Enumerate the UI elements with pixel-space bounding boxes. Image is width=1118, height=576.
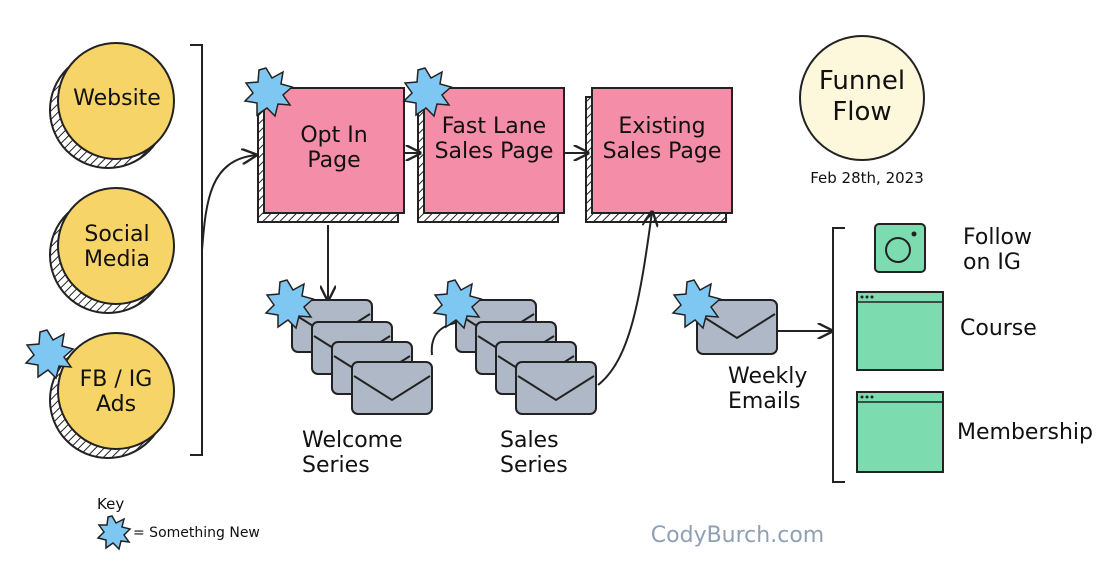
star-ads-new xyxy=(24,329,75,380)
sources-to-optin-arrow xyxy=(201,155,256,251)
source-social-media xyxy=(49,187,175,314)
star-weekly-new xyxy=(671,279,722,330)
key-text: = Something New xyxy=(133,525,260,541)
page-existing-sales xyxy=(585,87,733,223)
series-label-sales: Sales Series xyxy=(500,428,568,479)
membership-window-icon xyxy=(856,391,944,473)
outputs-bracket xyxy=(832,227,845,483)
page-label-fast-lane: Fast Lane Sales Page xyxy=(434,114,554,165)
instagram-icon xyxy=(874,223,926,273)
source-label-social-media: Social Media xyxy=(83,222,151,273)
source-label-fb-ig-ads: FB / IG Ads xyxy=(79,367,153,418)
title-circle xyxy=(799,35,925,161)
key-title: Key xyxy=(97,495,125,513)
output-label-follow: Follow on IG xyxy=(963,225,1033,276)
star-sales-new xyxy=(432,279,483,330)
series-label-welcome: Welcome Series xyxy=(302,428,403,479)
welcome-envelopes xyxy=(291,299,433,415)
star-optin-new xyxy=(243,67,294,118)
star-fastlane-new xyxy=(402,67,453,118)
sources-bracket xyxy=(190,44,203,456)
course-window-icon xyxy=(856,291,944,371)
star-welcome-new xyxy=(264,279,315,330)
series-label-weekly: Weekly Emails xyxy=(728,364,808,415)
page-fast-lane xyxy=(417,87,565,223)
page-label-opt-in: Opt In Page xyxy=(300,123,368,174)
footer-website: CodyBurch.com xyxy=(650,523,825,548)
source-label-website: Website xyxy=(73,86,161,111)
source-fb-ig-ads xyxy=(49,332,175,459)
diagram-title: Funnel Flow xyxy=(818,66,906,128)
page-opt-in xyxy=(257,87,405,223)
sales-to-existing-arrow xyxy=(597,212,652,386)
diagram-date: Feb 28th, 2023 xyxy=(810,169,924,187)
output-label-course: Course xyxy=(960,316,1037,341)
sales-envelopes xyxy=(455,299,597,415)
new-stars xyxy=(24,67,722,551)
star-key-icon xyxy=(96,515,132,551)
page-label-existing-sales: Existing Sales Page xyxy=(602,114,722,165)
source-website xyxy=(49,42,175,169)
output-label-membership: Membership xyxy=(957,420,1093,445)
weekly-email-envelope xyxy=(696,299,778,355)
